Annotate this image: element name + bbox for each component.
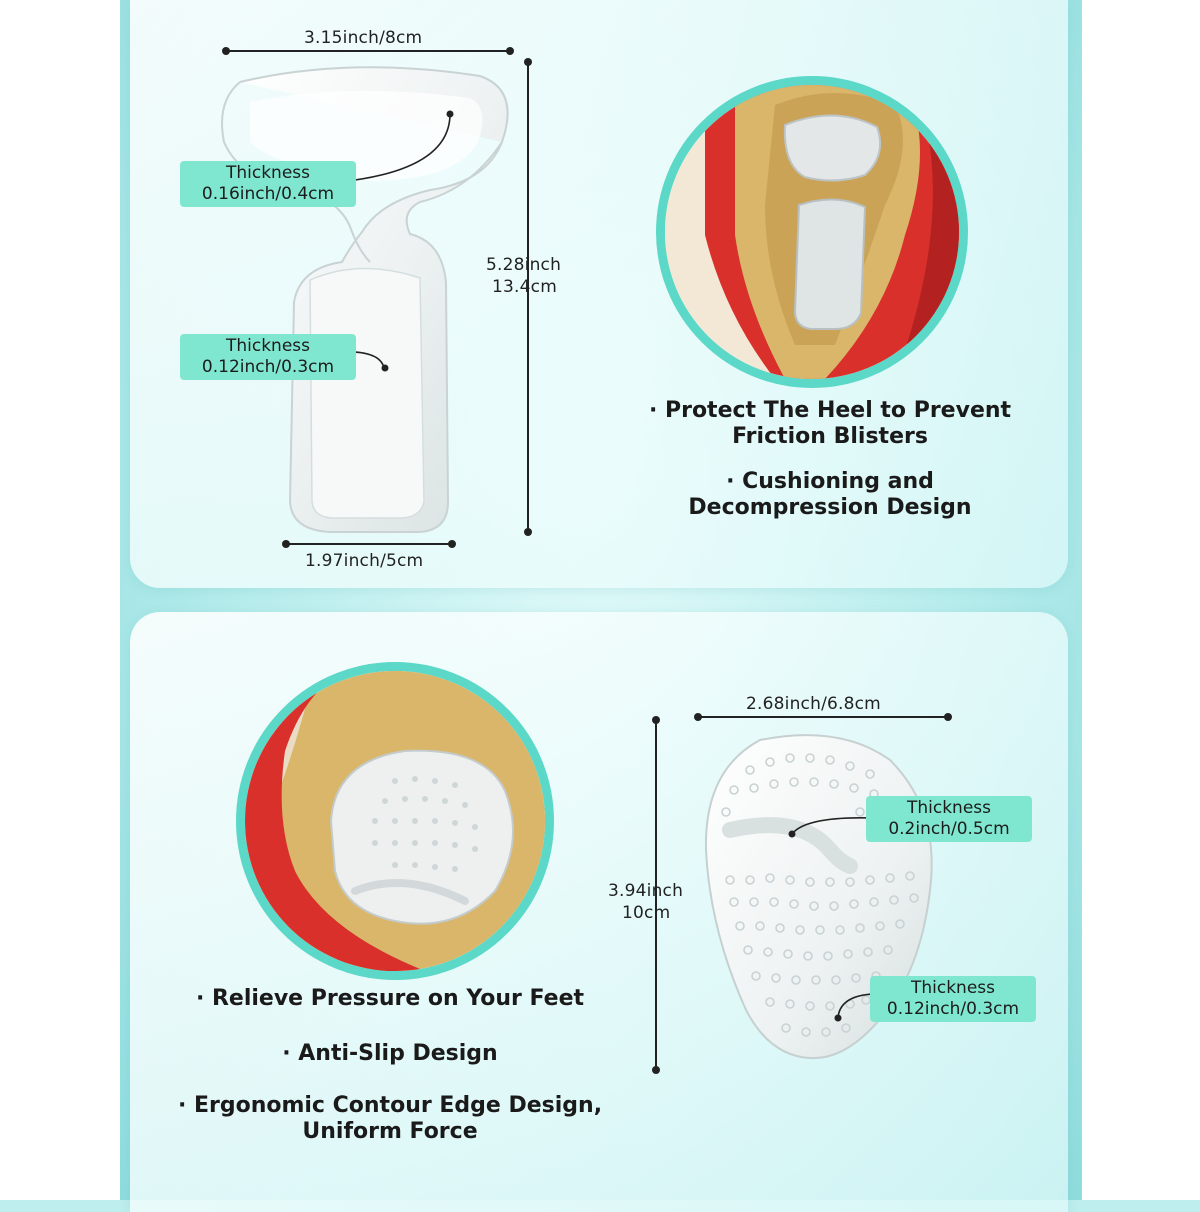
forefoot-feature-1: · Relieve Pressure on Your Feet xyxy=(195,986,585,1011)
heel-width-label: 3.15inch/8cm xyxy=(304,28,423,48)
heel-base-width-label: 1.97inch/5cm xyxy=(305,551,424,571)
forefoot-thickness-bottom-tag: Thickness 0.12inch/0.3cm xyxy=(870,976,1036,1022)
forefoot-feature-2: · Anti-Slip Design xyxy=(282,1041,498,1066)
forefoot-thickness-top-tag: Thickness 0.2inch/0.5cm xyxy=(866,796,1032,842)
forefoot-feature-3: · Ergonomic Contour Edge Design, Uniform… xyxy=(177,1093,603,1144)
heel-width-line xyxy=(226,50,510,52)
dim-endpoint xyxy=(652,1066,660,1074)
right-margin xyxy=(1082,0,1200,1200)
dim-endpoint xyxy=(506,47,514,55)
dim-endpoint xyxy=(282,540,290,548)
dim-endpoint xyxy=(524,58,532,66)
heel-length-label-cm: 13.4cm xyxy=(492,277,557,297)
thickness-value: 0.12inch/0.3cm xyxy=(886,999,1020,1019)
forefoot-width-line xyxy=(698,716,948,718)
heel-base-width-line xyxy=(286,543,452,545)
thickness-title: Thickness xyxy=(906,798,992,818)
heel-thickness-top-tag: Thickness 0.16inch/0.4cm xyxy=(180,161,356,207)
forefoot-width-label: 2.68inch/6.8cm xyxy=(746,694,881,714)
heel-thickness-bottom-tag: Thickness 0.12inch/0.3cm xyxy=(180,334,356,380)
thickness-title: Thickness xyxy=(225,163,311,183)
left-margin xyxy=(0,0,120,1200)
heel-length-line xyxy=(527,62,529,532)
forefoot-in-shoe-photo xyxy=(236,662,554,980)
heel-feature-2: · Cushioning and Decompression Design xyxy=(688,469,972,520)
thickness-value: 0.2inch/0.5cm xyxy=(888,819,1010,839)
heel-in-shoe-photo xyxy=(656,76,968,388)
forefoot-length-label-cm: 10cm xyxy=(622,903,671,923)
dim-endpoint xyxy=(694,713,702,721)
thickness-title: Thickness xyxy=(225,336,311,356)
forefoot-length-label-inch: 3.94inch xyxy=(608,881,684,901)
thickness-value: 0.12inch/0.3cm xyxy=(201,357,335,377)
dim-endpoint xyxy=(652,716,660,724)
forefoot-length-line xyxy=(655,720,657,1070)
dim-endpoint xyxy=(944,713,952,721)
forefoot-top-leader xyxy=(788,817,875,838)
heel-feature-1: · Protect The Heel to Prevent Friction B… xyxy=(648,398,1012,449)
heel-pad-image xyxy=(221,66,509,533)
heel-length-label-inch: 5.28inch xyxy=(486,255,562,275)
dim-endpoint xyxy=(448,540,456,548)
dim-endpoint xyxy=(222,47,230,55)
heel-top-leader xyxy=(339,110,454,183)
thickness-title: Thickness xyxy=(910,978,996,998)
dim-endpoint xyxy=(524,528,532,536)
thickness-value: 0.16inch/0.4cm xyxy=(201,184,335,204)
